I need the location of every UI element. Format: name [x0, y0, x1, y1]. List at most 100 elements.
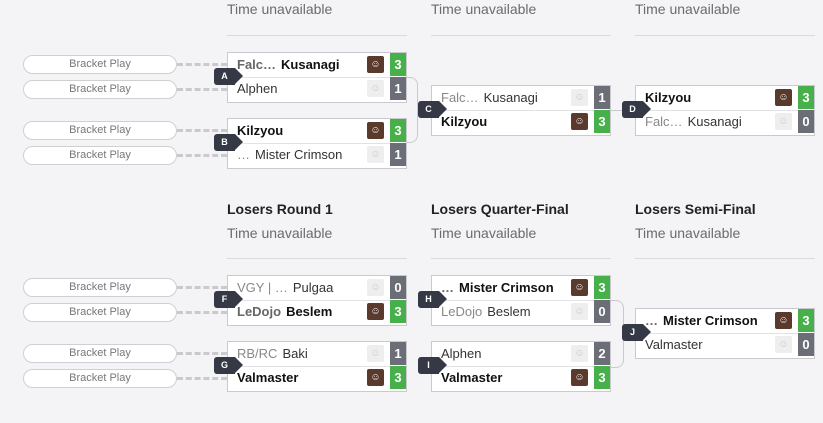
- entrant-name: Falc… Kusanagi: [441, 86, 538, 110]
- match-id-badge[interactable]: A: [214, 68, 243, 85]
- divider: [431, 258, 611, 259]
- score-badge: 0: [390, 276, 406, 299]
- match-entrant-row[interactable]: Falc…Kusanagi☺0: [636, 110, 814, 134]
- match-entrant-row[interactable]: Valmaster ☺ 3: [432, 366, 610, 390]
- entrant-name: Alphen: [237, 77, 277, 101]
- score-badge: 3: [390, 300, 406, 323]
- bracket-play-pill[interactable]: Bracket Play: [23, 146, 177, 165]
- round-title-losers-1: Losers Round 1: [227, 201, 333, 217]
- match-id-badge[interactable]: F: [214, 291, 243, 308]
- round-time-losers-1: Time unavailable: [227, 225, 333, 241]
- entrant-player: Valmaster: [441, 370, 503, 385]
- character-icon: ☺: [775, 336, 792, 353]
- score-badge: 1: [390, 342, 406, 365]
- score-badge: 1: [390, 143, 406, 166]
- match-entrant-row[interactable]: Kilzyou☺3: [228, 119, 406, 144]
- match-id-badge[interactable]: D: [622, 101, 651, 118]
- character-icon: ☺: [571, 369, 588, 386]
- match-entrant-row[interactable]: Kilzyou☺3: [636, 86, 814, 111]
- match-entrant-row[interactable]: Falc…Kusanagi☺3: [228, 53, 406, 78]
- entrant-name: …Mister Crimson: [645, 309, 758, 333]
- divider: [227, 35, 407, 36]
- character-icon: ☺: [367, 345, 384, 362]
- entrant-player: Alphen: [237, 81, 278, 96]
- score-badge: 1: [390, 77, 406, 100]
- score-badge: 3: [594, 110, 610, 133]
- character-icon: ☺: [367, 303, 384, 320]
- entrant-player: Kusanagi: [483, 90, 538, 105]
- match-id-badge[interactable]: C: [418, 101, 447, 118]
- round-title-losers-2: Losers Quarter-Final: [431, 201, 569, 217]
- score-badge: 3: [594, 276, 610, 299]
- score-badge: 3: [798, 86, 814, 109]
- score-badge: 3: [390, 366, 406, 389]
- bracket-play-pill[interactable]: Bracket Play: [23, 303, 177, 322]
- entrant-name: Kilzyou: [237, 119, 283, 143]
- bracket-play-pill[interactable]: Bracket Play: [23, 80, 177, 99]
- match-entrant-row[interactable]: Valmaster ☺ 3: [228, 366, 406, 390]
- entrant-player: Mister Crimson: [255, 147, 343, 162]
- entrant-name: Kilzyou: [645, 86, 691, 110]
- match-id-badge[interactable]: B: [214, 134, 243, 151]
- dashed-connector: [177, 129, 227, 132]
- match-card-b[interactable]: Kilzyou☺3…Mister Crimson☺1: [227, 118, 407, 169]
- match-id-badge[interactable]: J: [622, 324, 651, 341]
- entrant-name: Valmaster: [237, 366, 298, 390]
- entrant-name: VGY | …Pulgaa: [237, 276, 333, 300]
- match-entrant-row[interactable]: VGY | …Pulgaa ☺ 0: [228, 276, 406, 301]
- dashed-connector: [177, 286, 227, 289]
- bracket-play-pill[interactable]: Bracket Play: [23, 369, 177, 388]
- bracket-play-pill[interactable]: Bracket Play: [23, 55, 177, 74]
- match-entrant-row[interactable]: Kilzyou☺3: [432, 110, 610, 134]
- dashed-connector: [177, 63, 227, 66]
- character-icon: ☺: [571, 345, 588, 362]
- divider: [635, 35, 815, 36]
- divider: [431, 35, 611, 36]
- match-entrant-row[interactable]: …Mister Crimson☺3: [636, 309, 814, 334]
- bracket-play-pill[interactable]: Bracket Play: [23, 278, 177, 297]
- entrant-name: Falc…Kusanagi: [237, 53, 340, 77]
- round-time-losers-3: Time unavailable: [635, 225, 741, 241]
- divider: [227, 258, 407, 259]
- round-time-losers-2: Time unavailable: [431, 225, 537, 241]
- match-entrant-row[interactable]: …Mister Crimson☺1: [228, 143, 406, 167]
- match-entrant-row[interactable]: Valmaster☺0: [636, 333, 814, 357]
- bracket-play-pill[interactable]: Bracket Play: [23, 344, 177, 363]
- entrant-name: Valmaster: [441, 366, 502, 390]
- entrant-player: Kusanagi: [687, 114, 742, 129]
- match-id-badge[interactable]: G: [214, 357, 243, 374]
- round-title-losers-3: Losers Semi-Final: [635, 201, 756, 217]
- match-entrant-row[interactable]: Alphen☺2: [432, 342, 610, 367]
- dashed-connector: [177, 377, 227, 380]
- entrant-team-prefix: Falc…: [441, 90, 479, 105]
- match-entrant-row[interactable]: …Mister Crimson☺3: [432, 276, 610, 301]
- entrant-name: Alphen: [441, 342, 481, 366]
- entrant-player: Beslem: [286, 304, 333, 319]
- match-entrant-row[interactable]: Falc…Kusanagi☺1: [432, 86, 610, 111]
- entrant-team-prefix: LeDojo: [441, 304, 483, 319]
- score-badge: 3: [594, 366, 610, 389]
- match-id-badge[interactable]: H: [418, 291, 447, 308]
- dashed-connector: [177, 154, 227, 157]
- match-id-badge[interactable]: I: [418, 357, 447, 374]
- character-icon: ☺: [367, 369, 384, 386]
- score-badge: 3: [390, 53, 406, 76]
- entrant-name: Valmaster: [645, 333, 703, 357]
- bracket-play-pill[interactable]: Bracket Play: [23, 121, 177, 140]
- match-entrant-row[interactable]: Alphen☺1: [228, 77, 406, 101]
- character-icon: ☺: [367, 279, 384, 296]
